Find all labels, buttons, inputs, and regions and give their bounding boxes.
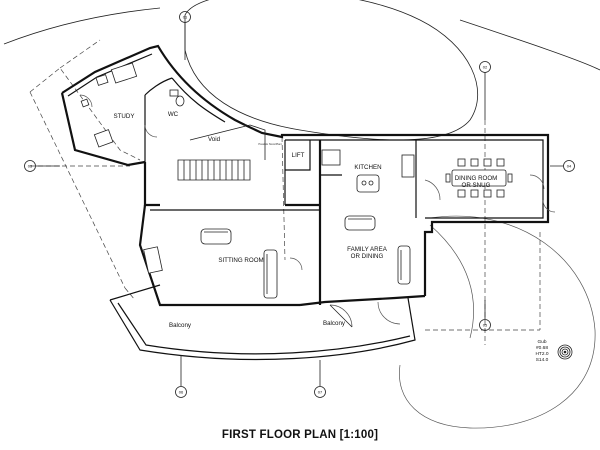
- svg-text:03: 03: [28, 164, 33, 169]
- balcony: [109, 284, 416, 361]
- room-label-study: STUDY: [114, 113, 135, 120]
- svg-text:#0.68: #0.68: [536, 345, 548, 351]
- kitchen-family-furniture: [321, 149, 415, 285]
- room-label-balcony-right: Balcony: [323, 320, 346, 327]
- grid-marker: 04: [563, 160, 575, 172]
- room-label-store: Possible Store/Plant: [258, 142, 282, 146]
- drawing-title: FIRST FLOOR PLAN [1:100]: [221, 429, 379, 441]
- svg-text:02: 02: [483, 65, 488, 70]
- room-label-family-2: OR DINING: [351, 253, 384, 260]
- room-label-family-1: FAMILY AREA: [347, 246, 388, 253]
- svg-text:01: 01: [183, 15, 188, 20]
- svg-text:HT2.0: HT2.0: [535, 351, 548, 357]
- grid-marker: 02: [479, 61, 491, 73]
- door-swings: [79, 94, 556, 271]
- room-label-sitting: SITTING ROOM: [218, 257, 263, 264]
- grid-markers: 01 02 03 04 05 06 07: [24, 11, 575, 398]
- room-label-dining-1: DINING ROOM: [455, 175, 498, 182]
- level-symbol: Gub #0.68 HT2.0 S14.0: [535, 339, 573, 363]
- sitting-room-furniture: [143, 228, 278, 299]
- room-label-wc: WC: [168, 111, 179, 118]
- svg-text:S14.0: S14.0: [536, 357, 549, 363]
- room-label-lift: LIFT: [292, 152, 305, 159]
- grid-marker: 06: [175, 386, 187, 398]
- grid-marker: 03: [24, 160, 36, 172]
- svg-text:07: 07: [318, 390, 323, 395]
- room-label-dining-2: OR SNUG: [462, 182, 491, 189]
- svg-text:Gub: Gub: [537, 339, 546, 345]
- main-walls: [138, 124, 550, 307]
- svg-text:06: 06: [179, 390, 184, 395]
- svg-text:04: 04: [567, 164, 572, 169]
- room-label-void: Void: [208, 136, 221, 143]
- dining-furniture: [424, 158, 513, 201]
- grid-marker: 07: [314, 386, 326, 398]
- svg-text:05: 05: [483, 323, 488, 328]
- staircase: [177, 124, 266, 181]
- grid-marker: 05: [479, 319, 491, 331]
- room-label-balcony-left: Balcony: [169, 322, 192, 329]
- study-wing: [60, 44, 246, 167]
- landscape-arcs: [3, 0, 600, 429]
- room-label-kitchen: KITCHEN: [354, 164, 381, 171]
